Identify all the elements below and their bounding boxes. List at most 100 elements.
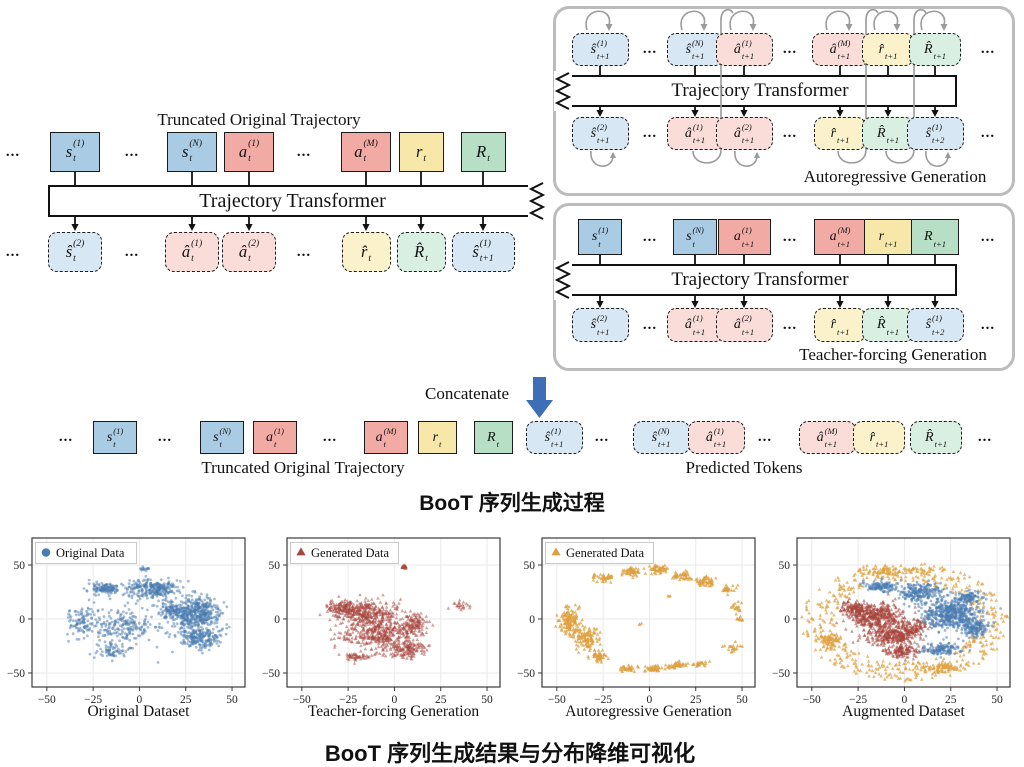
ellipsis: ... [757, 429, 773, 445]
token-box-st: s(N)t [200, 421, 244, 454]
ellipsis: ... [5, 243, 21, 260]
ellipsis: ... [5, 143, 21, 160]
token-box-rt: r̂ t [341, 232, 391, 272]
token-box-t+1: ŝ(N)t+1 [632, 421, 690, 454]
y-tick-label: −50 [772, 668, 790, 680]
token-box-at+1: a(M)t+1 [813, 219, 867, 255]
ellipsis: ... [296, 243, 312, 260]
results-caption: BooT 序列生成结果与分布降维可视化 [324, 741, 696, 766]
x-tick-label: −25 [339, 694, 357, 706]
x-tick-label: 50 [481, 694, 493, 706]
token-box-t+1: ŝ(N)t+1 [666, 33, 724, 66]
ellipsis: ... [980, 228, 996, 245]
y-tick-label: 0 [19, 614, 25, 626]
token-box-t+1: ŝ(2)t+1 [571, 117, 629, 150]
y-tick-label: 50 [779, 560, 791, 572]
trajectory-transformer-label: Trajectory Transformer [671, 80, 849, 101]
legend-label: Generated Data [311, 546, 390, 560]
token-box-rt+1: r̂ t+1 [814, 117, 866, 150]
plot-caption: Augmented Dataset [842, 703, 965, 720]
ellipsis: ... [782, 316, 798, 333]
trajectory-transformer-label: Trajectory Transformer [199, 189, 386, 212]
truncated-original-trajectory-title: Truncated Original Trajectory [157, 110, 361, 129]
token-box-rt+1: r̂ t+1 [862, 33, 914, 66]
plot-caption: Autoregressive Generation [565, 703, 732, 720]
token-box-t+1: â(1)t+1 [687, 421, 745, 454]
token-box-at: a(M)t [341, 132, 391, 172]
x-tick-label: −25 [594, 694, 612, 706]
token-box-t+1: â(1)t+1 [666, 117, 724, 150]
predicted-tokens-label: Predicted Tokens [685, 458, 803, 477]
legend: Original Data [35, 542, 137, 564]
ellipsis: ... [980, 125, 996, 141]
x-tick-label: 0 [392, 694, 398, 706]
token-box-t+1: ŝ(1)t+1 [451, 232, 515, 272]
ellipsis: ... [594, 429, 610, 445]
x-tick-label: −50 [548, 694, 566, 706]
token-box-st: s(1)t [578, 219, 622, 255]
x-tick-label: −25 [849, 694, 867, 706]
x-tick-label: 50 [991, 694, 1003, 706]
y-tick-label: 50 [269, 560, 281, 572]
legend-label: Original Data [56, 546, 125, 560]
token-box-at: a(1)t [224, 132, 274, 172]
token-box-t+1: â(1)t+1 [666, 308, 724, 342]
ellipsis: ... [980, 41, 996, 57]
trajectory-transformer-bar-ar: Trajectory Transformer [563, 75, 957, 107]
x-tick-label: 25 [435, 694, 447, 706]
y-tick-label: 0 [274, 614, 280, 626]
ellipsis: ... [642, 228, 658, 245]
token-box-st: s(N)t [673, 219, 717, 255]
legend-label: Generated Data [566, 546, 645, 560]
y-tick-label: −50 [262, 668, 280, 680]
token-box-at+1: a(1)t+1 [717, 219, 771, 255]
ellipsis: ... [782, 228, 798, 245]
token-box-t+1: ŝ(1)t+1 [571, 33, 629, 66]
x-tick-label: 25 [945, 694, 957, 706]
x-tick-label: 0 [902, 694, 908, 706]
ellipsis: ... [157, 429, 173, 445]
token-box-rt: r t [398, 132, 444, 172]
token-box-rt+1: r̂ t+1 [853, 421, 905, 454]
ellipsis: ... [322, 429, 338, 445]
token-box-t+1: â(2)t+1 [715, 117, 773, 150]
x-tick-label: 25 [690, 694, 702, 706]
x-tick-label: 0 [647, 694, 653, 706]
token-box-Rt: R̂ t [396, 232, 446, 272]
x-tick-label: −50 [293, 694, 311, 706]
token-box-at: a(1)t [253, 421, 297, 454]
token-box-t+1: â(2)t+1 [715, 308, 773, 342]
process-caption: BooT 序列生成过程 [419, 492, 605, 515]
scatter-plot-teacher-forcing-generation: −50 −25 0 25 50 −50 0 50 Generated DataTeacher-… [262, 537, 501, 720]
y-tick-label: 0 [784, 614, 790, 626]
plot-caption: Teacher-forcing Generation [308, 703, 479, 720]
token-box-rt+1: r̂ t+1 [814, 308, 866, 342]
autoregressive-generation-label: Autoregressive Generation [803, 167, 987, 186]
legend: Generated Data [545, 542, 654, 564]
scatter-points [800, 562, 1009, 683]
concatenate-label: Concatenate [424, 384, 510, 403]
token-box-Rt: R t [460, 132, 506, 172]
x-tick-label: −50 [803, 694, 821, 706]
token-box-st: s(N)t [167, 132, 217, 172]
legend: Generated Data [290, 542, 399, 564]
ellipsis: ... [58, 429, 74, 445]
ellipsis: ... [642, 41, 658, 57]
token-box-t+1: ŝ(2)t+1 [571, 308, 629, 342]
scatter-points [318, 563, 472, 665]
token-box-t: ŝ(2)t [48, 232, 102, 272]
token-box-t+1: â(M)t+1 [811, 33, 869, 66]
x-tick-label: 50 [226, 694, 238, 706]
y-tick-label: 50 [14, 560, 26, 572]
ellipsis: ... [642, 125, 658, 141]
ellipsis: ... [782, 125, 798, 141]
token-box-st: s(1)t [93, 421, 137, 454]
x-tick-label: 0 [137, 694, 143, 706]
ellipsis: ... [980, 316, 996, 333]
ellipsis: ... [977, 429, 993, 445]
y-tick-label: 0 [529, 614, 535, 626]
x-tick-label: −25 [84, 694, 102, 706]
scatter-points [66, 565, 231, 664]
